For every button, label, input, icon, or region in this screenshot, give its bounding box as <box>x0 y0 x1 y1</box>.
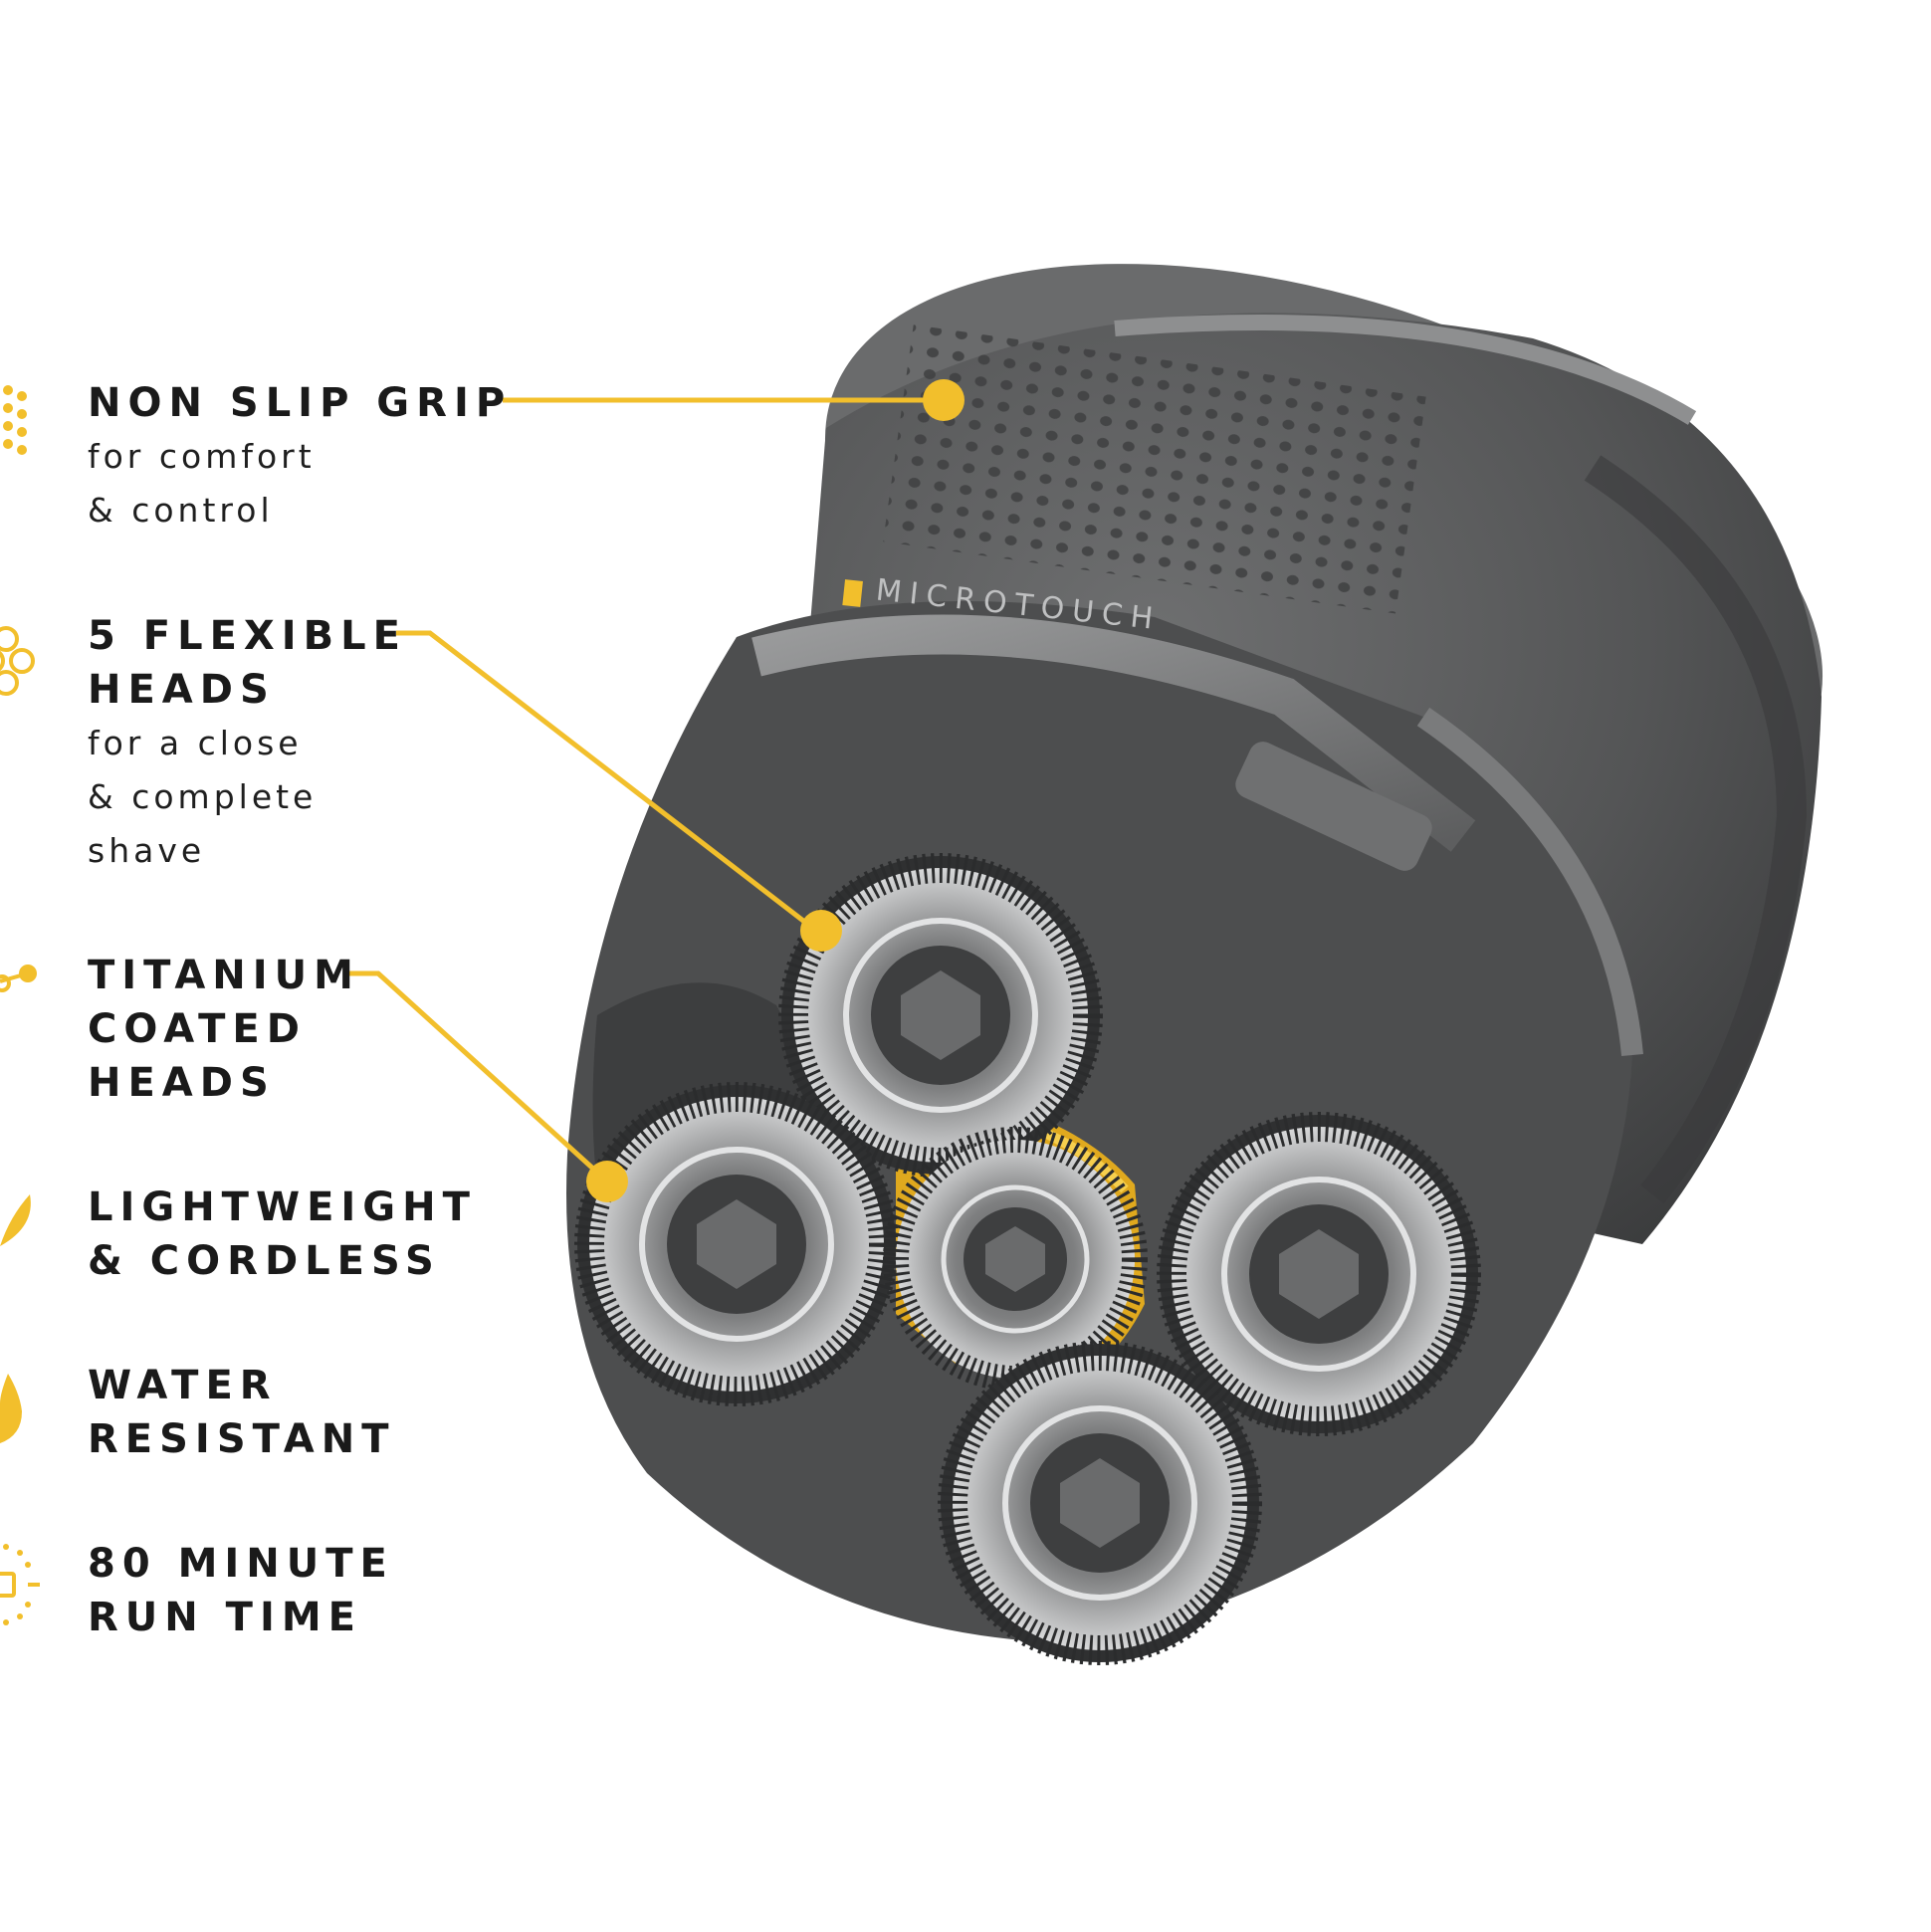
feature-title: TITANIUM COATED HEADS <box>88 953 360 1106</box>
callout-lines <box>346 397 941 1181</box>
feature-titanium: TITANIUM COATED HEADS <box>88 949 360 1110</box>
flexible-heads-icon <box>0 626 35 696</box>
shaving-head-top <box>778 853 1103 1178</box>
feature-title: NON SLIP GRIP <box>88 380 513 426</box>
feature-water: WATER RESISTANT <box>88 1359 396 1466</box>
callout-dot-heads <box>800 910 842 952</box>
feather-icon <box>0 1194 31 1246</box>
molecule-icon <box>0 965 37 992</box>
water-drop-icon <box>0 1374 22 1443</box>
shaving-head-center <box>883 1127 1148 1392</box>
feature-title: LIGHTWEIGHT & CORDLESS <box>88 1184 477 1284</box>
feature-heads: 5 FLEXIBLE HEADS for a close & complete … <box>88 609 407 878</box>
battery-charge-icon <box>0 1544 40 1625</box>
dots-grip-icon <box>3 385 27 455</box>
grip-dots <box>883 324 1426 614</box>
callout-dots <box>586 379 965 1202</box>
shaving-head-left <box>574 1082 899 1406</box>
shaving-head-right <box>1157 1112 1481 1436</box>
callout-dot-grip <box>923 379 965 421</box>
feature-title: WATER RESISTANT <box>88 1363 396 1462</box>
shaving-head-bottom <box>938 1341 1262 1665</box>
feature-light: LIGHTWEIGHT & CORDLESS <box>88 1181 477 1288</box>
callout-line-titanium <box>346 970 607 1181</box>
feature-title: 5 FLEXIBLE HEADS <box>88 613 407 713</box>
feature-desc: for a close & complete shave <box>88 724 318 870</box>
callout-line-heads <box>396 630 818 933</box>
callout-dot-titanium <box>586 1161 628 1202</box>
feature-desc: for comfort & control <box>88 437 316 530</box>
feature-runtime: 80 MINUTE RUN TIME <box>88 1537 394 1644</box>
feature-grip: NON SLIP GRIP for comfort & control <box>88 376 512 537</box>
feature-title: 80 MINUTE RUN TIME <box>88 1541 394 1640</box>
